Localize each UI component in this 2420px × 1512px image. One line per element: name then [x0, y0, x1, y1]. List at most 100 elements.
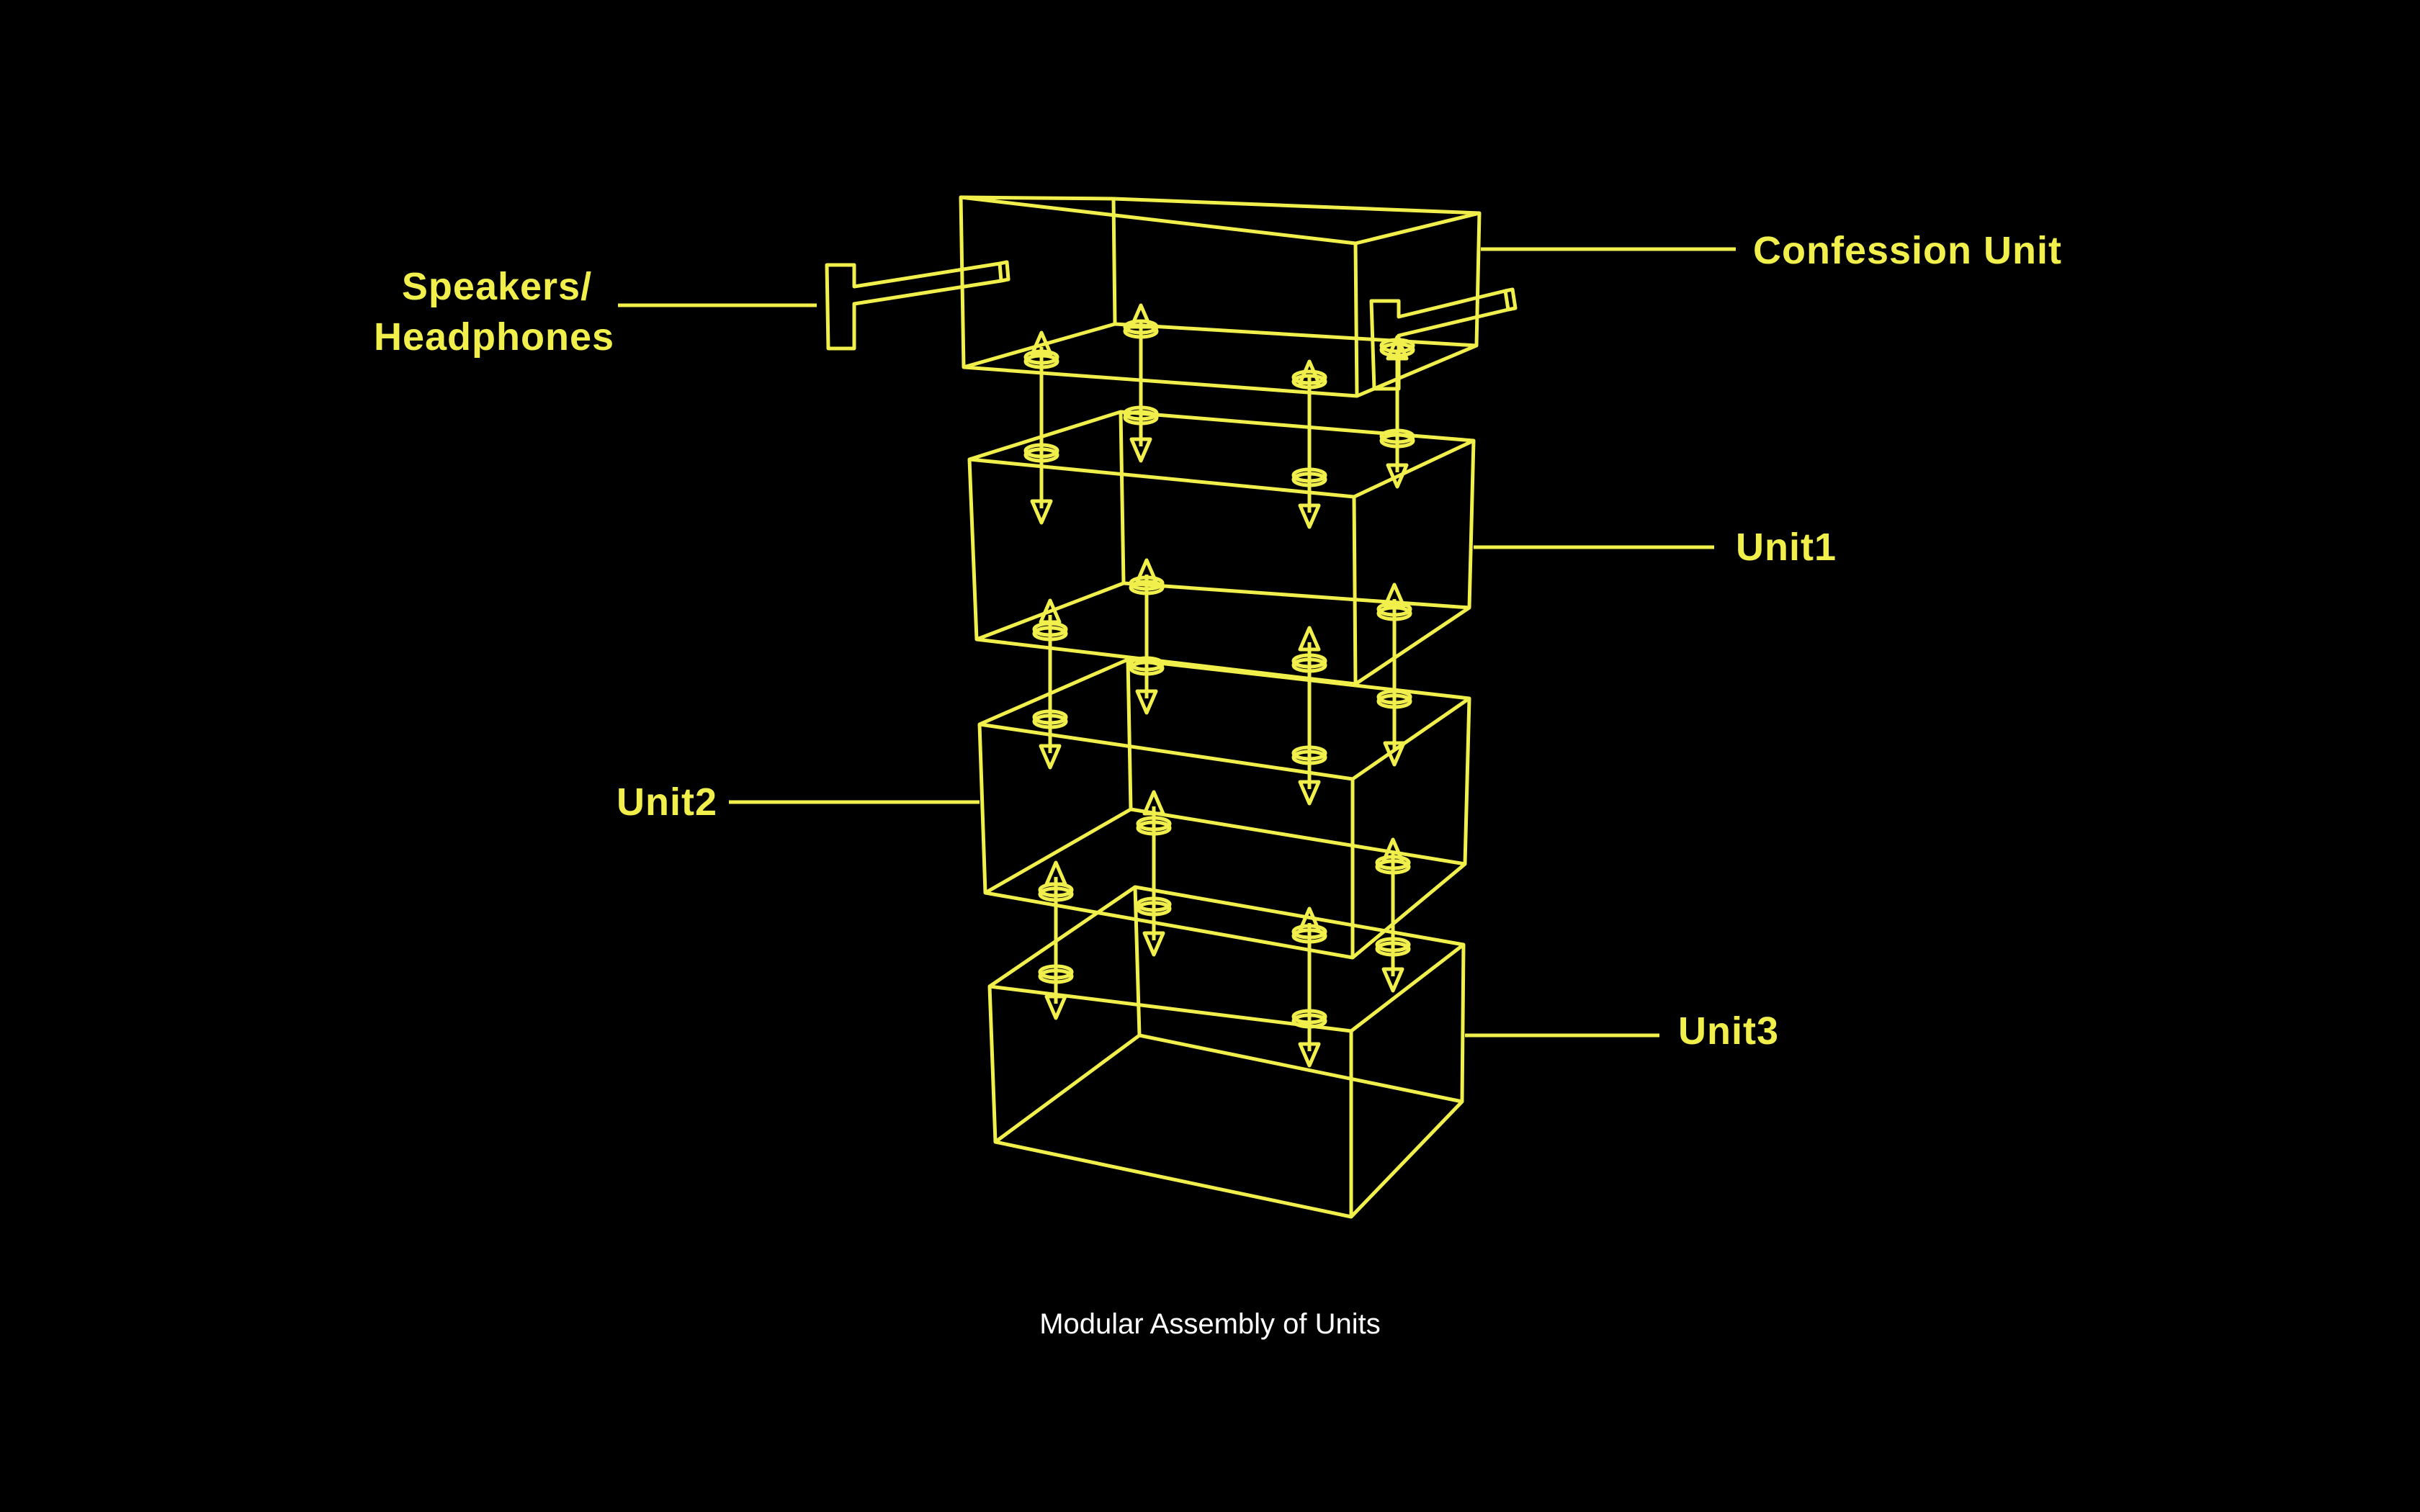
peg-disk-top: [1291, 924, 1327, 940]
peg-disk: [1129, 660, 1165, 676]
peg-disk-top: [1129, 575, 1165, 591]
peg-disk: [1291, 374, 1327, 390]
connector-12: [1375, 837, 1411, 993]
connector-7: [1291, 626, 1327, 806]
peg-disk: [1032, 626, 1068, 642]
box-unit1-edge: [1119, 411, 1126, 584]
connector-6: [1129, 558, 1165, 715]
box-confession-unit-edge: [1111, 198, 1117, 325]
peg-disk: [1038, 968, 1074, 984]
connector-5: [1032, 598, 1068, 770]
arrow-down-icon: [1298, 503, 1321, 529]
peg-disk: [1291, 928, 1327, 944]
peg-disk: [1129, 580, 1165, 595]
peg-disk-top: [1291, 369, 1327, 385]
leader-lines: [618, 247, 1736, 1038]
peg-disk: [1379, 433, 1415, 449]
peg-disk: [1123, 323, 1159, 339]
peg-disk-top: [1291, 653, 1327, 669]
peg-disk-top: [1136, 816, 1172, 832]
peg-disk: [1136, 901, 1172, 917]
peg-disk: [1291, 1013, 1327, 1029]
label-speakers-line1: Speakers/: [402, 265, 592, 308]
box-unit3-bottom: [993, 1033, 1464, 1219]
label-unit3: Unit3: [1678, 1009, 1779, 1053]
peg-disk-top: [1375, 855, 1411, 870]
box-unit1: [967, 410, 1476, 686]
peg-disk-top: [1291, 1009, 1327, 1025]
peg-disk: [1291, 472, 1327, 487]
speaker-jack-left: [825, 260, 1010, 351]
peg-disk: [1023, 354, 1059, 369]
peg-disk: [1023, 447, 1059, 463]
arrow-up-icon: [1142, 790, 1165, 816]
peg-disk-top: [1123, 405, 1159, 421]
connector-pegs: [1023, 303, 1415, 1068]
box-unit3-edge: [987, 986, 998, 1143]
box-unit2-edge: [1126, 659, 1133, 810]
arrow-down-icon: [1044, 994, 1067, 1020]
peg-disk-top: [1038, 882, 1074, 898]
arrow-down-icon: [1386, 463, 1409, 489]
arrow-down-icon: [1030, 499, 1053, 525]
box-confession-unit-edge: [1474, 212, 1482, 346]
label-unit1: Unit1: [1736, 526, 1837, 569]
peg-disk-top: [1032, 621, 1068, 637]
peg-disk: [1375, 859, 1411, 875]
arrow-down-icon: [1298, 780, 1321, 806]
label-speakers-line2: Headphones: [374, 315, 614, 359]
box-unit2-edge: [977, 724, 987, 894]
arrow-down-icon: [1135, 689, 1158, 715]
unit-boxes: [959, 195, 1482, 1219]
peg-disk-top: [1038, 964, 1074, 980]
connector-8: [1376, 582, 1412, 767]
box-confession-unit-top: [959, 195, 1482, 246]
arrow-down-icon: [1298, 1042, 1321, 1068]
peg-disk-top: [1291, 745, 1327, 761]
box-unit3-edge: [1460, 944, 1466, 1102]
connector-11: [1291, 906, 1327, 1068]
box-unit2: [977, 657, 1471, 960]
box-confession-unit-edge: [1353, 243, 1359, 397]
speaker-jack-right: [1369, 287, 1518, 391]
box-unit1-edge: [1467, 440, 1476, 608]
figure-caption: Modular Assembly of Units: [1039, 1308, 1381, 1340]
box-confession-unit-bottom: [962, 322, 1479, 398]
peg-disk-top: [1375, 937, 1411, 953]
arrow-down-icon: [1383, 741, 1406, 767]
peg-disk: [1375, 941, 1411, 957]
peg-disk-top: [1129, 656, 1165, 672]
box-unit1-edge: [1352, 496, 1358, 685]
box-unit3-edge: [1133, 886, 1142, 1036]
box-unit1-edge: [967, 459, 979, 640]
peg-disk: [1376, 693, 1412, 709]
box-unit2-edge: [1463, 698, 1471, 865]
label-unit2: Unit2: [617, 780, 717, 824]
peg-disk-top: [1136, 896, 1172, 912]
arrow-down-icon: [1142, 931, 1165, 957]
peg-disk: [1291, 750, 1327, 765]
label-confession-unit: Confession Unit: [1753, 229, 2062, 272]
arrow-up-icon: [1298, 626, 1321, 652]
peg-disk-top: [1291, 467, 1327, 483]
peg-disk-top: [1379, 428, 1415, 444]
arrow-down-icon: [1129, 437, 1152, 463]
peg-disk-top: [1376, 689, 1412, 705]
connector-10: [1136, 790, 1172, 957]
peg-disk: [1376, 606, 1412, 621]
box-confession-unit: [959, 195, 1482, 398]
peg-disk: [1123, 410, 1159, 426]
peg-disk: [1136, 820, 1172, 836]
peg-disk: [1038, 886, 1074, 902]
connector-9: [1038, 860, 1074, 1020]
arrow-down-icon: [1039, 744, 1062, 770]
peg-disk: [1291, 657, 1327, 673]
connector-2: [1123, 303, 1159, 463]
connector-3: [1291, 359, 1327, 529]
peg-disk-top: [1376, 601, 1412, 617]
peg-disk: [1032, 714, 1068, 729]
connector-1: [1023, 330, 1059, 525]
peg-disk-top: [1123, 319, 1159, 335]
peg-disk-top: [1032, 709, 1068, 725]
